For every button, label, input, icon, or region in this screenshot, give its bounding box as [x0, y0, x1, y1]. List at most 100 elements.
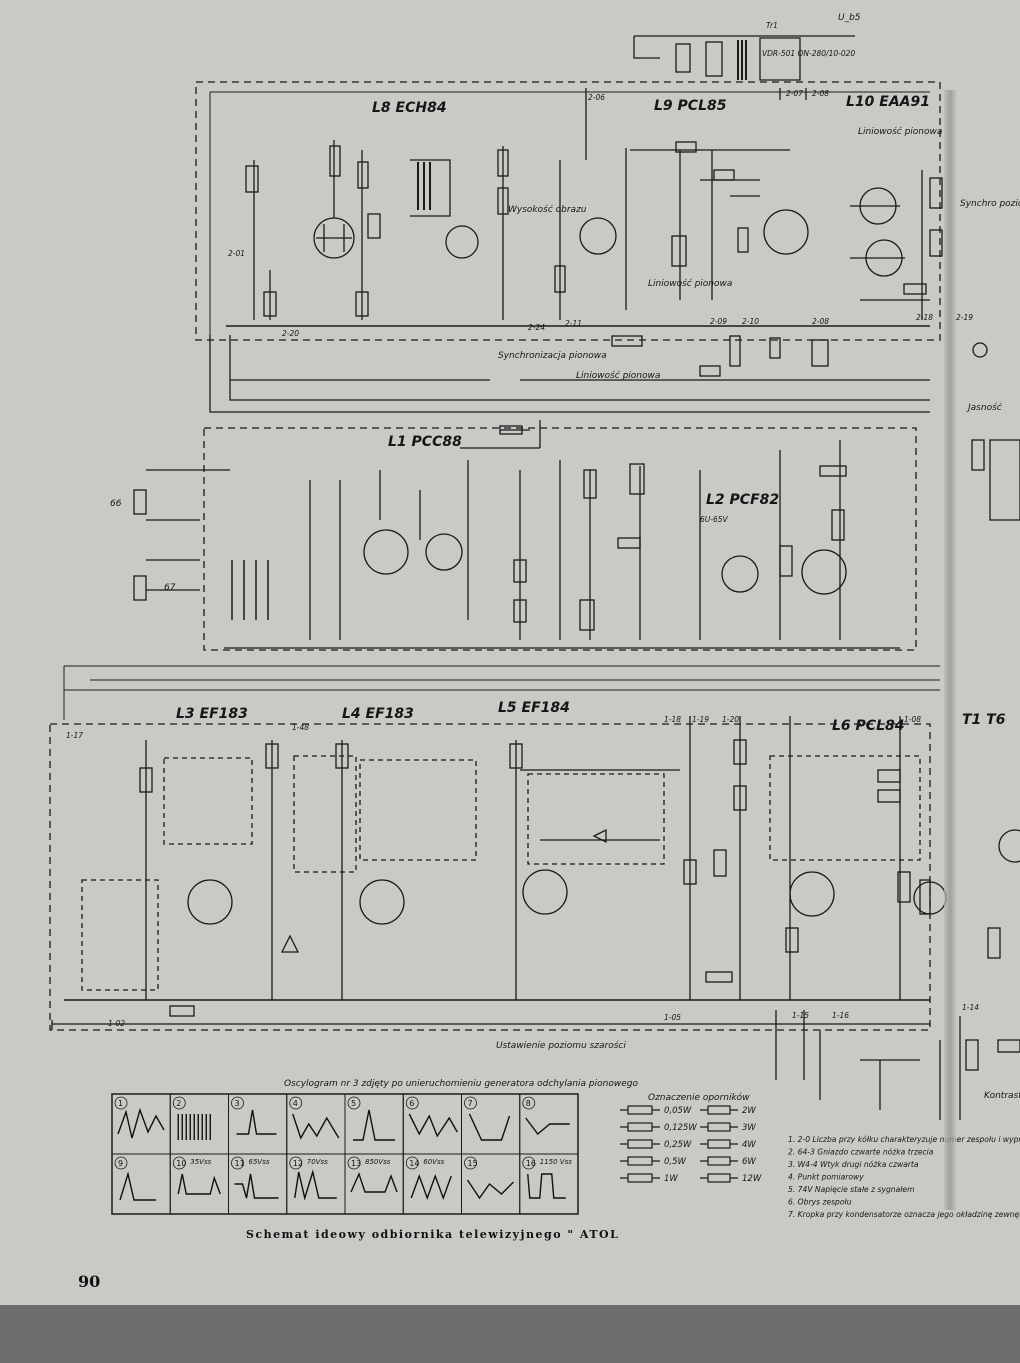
- connector-1-02: 1-02: [108, 1019, 125, 1028]
- resistor-rating: 3W: [742, 1123, 756, 1133]
- oscillogram-panel: Oscylogram nr 3 zdjęty po unieruchomieni…: [111, 1079, 638, 1215]
- oscillogram-voltage: 1150 Vss: [540, 1158, 572, 1166]
- oscillogram-voltage: 60Vss: [423, 1158, 444, 1166]
- oscillogram-number: 3: [235, 1099, 240, 1108]
- oscillogram-cell: 5: [344, 1093, 404, 1155]
- note-linearity-vertical-3: Liniowość pionowa: [576, 370, 660, 381]
- connector-2-01: 2-01: [228, 249, 245, 258]
- note-contrast: Kontrast: [984, 1091, 1020, 1101]
- connector-1-05: 1-05: [664, 1013, 681, 1022]
- top-rail-label: U_b5: [838, 13, 861, 23]
- tube-label-pcl84: L6 PCL84: [832, 718, 904, 734]
- oscillogram-trace: [408, 1113, 458, 1138]
- note-vertical-sync: Synchronizacja pionowa: [498, 351, 607, 361]
- ef183-tube-1: [187, 879, 233, 925]
- oscillogram-cell: 7: [461, 1093, 521, 1155]
- resistor-symbol: [627, 1156, 653, 1166]
- figure-caption: Schemat ideowy odbiornika telewizyjnego …: [246, 1228, 620, 1241]
- r405-resistor: [705, 41, 723, 77]
- oscillogram-number: 6: [409, 1099, 414, 1108]
- oscillogram-trace: [292, 1113, 340, 1140]
- transformer-tr1: [737, 40, 747, 80]
- footnote-line: 3. W4-4 Wtyk drugi nóżka czwarta: [788, 1160, 919, 1169]
- resistor-symbol: [627, 1173, 653, 1183]
- oscillogram-number-marker: [405, 1156, 419, 1170]
- note-brightness: Jasność: [966, 402, 1003, 413]
- oscillogram-number-marker: [172, 1096, 186, 1110]
- resistor-rating: 6W: [742, 1157, 756, 1167]
- footnotes: 1. 2-0 Liczba przy kółku charakteryzuje …: [788, 1135, 1020, 1219]
- oscillogram-cell: 12 70Vss: [286, 1153, 346, 1215]
- footnote-line: 1. 2-0 Liczba przy kółku charakteryzuje …: [788, 1135, 1020, 1144]
- oscillogram-number: 4: [293, 1099, 298, 1108]
- oscillogram-number-marker: [114, 1096, 128, 1110]
- resistor-symbol: [707, 1105, 731, 1115]
- connector-1-08: 1-08: [904, 715, 921, 724]
- oscillogram-trace: [353, 1109, 395, 1141]
- footnote-line: 4. Punkt pomiarowy: [788, 1173, 864, 1182]
- oscillogram-cell: 2: [169, 1093, 229, 1155]
- resistor-symbol: [627, 1105, 653, 1115]
- vdr-label: VDR-501 ON-280/10-020: [762, 49, 855, 58]
- tube-label-pcf82: L2 PCF82: [706, 492, 779, 508]
- connector-1-16: 1-16: [832, 1011, 849, 1020]
- connector-2-08a: 2-08: [812, 89, 829, 98]
- resistor-rating: 0,125W: [664, 1123, 697, 1133]
- if-section-frame: [49, 723, 931, 1031]
- connector-2-09: 2-09: [710, 317, 727, 326]
- oscillogram-cell: 3: [228, 1093, 288, 1155]
- pcl85-triode: [579, 217, 617, 255]
- oscillogram-trace: [177, 1114, 211, 1140]
- input-66: 66: [110, 499, 122, 509]
- footnote-line: 6. Obrys zespołu: [788, 1198, 852, 1207]
- oscillogram-number-marker: [231, 1156, 244, 1170]
- pcc88-tube-2: [425, 533, 463, 571]
- resistor-rating: 0,25W: [664, 1140, 692, 1150]
- page-number: 90: [78, 1272, 101, 1291]
- connector-1-17: 1-17: [66, 731, 83, 740]
- oscillogram-cell: 8: [519, 1093, 579, 1155]
- oscillogram-number: 12: [293, 1159, 303, 1168]
- oscillogram-trace: [525, 1117, 570, 1136]
- oscillogram-number-marker: [289, 1096, 303, 1110]
- tuner-section-frame: [203, 427, 917, 651]
- note-voltage-range: 6U-65V: [700, 515, 729, 524]
- note-sync-horizontal: Synchro poziomo: [960, 199, 1020, 209]
- vdr-box: [759, 37, 801, 81]
- oscillogram-number: 11: [235, 1159, 245, 1168]
- oscillogram-voltage: 70Vss: [307, 1158, 328, 1166]
- oscillogram-trace: [119, 1171, 156, 1201]
- ef184-tube: [522, 869, 568, 915]
- oscillogram-trace: [234, 1173, 279, 1199]
- resistor-legend-title: Oznaczenie oporników: [648, 1092, 750, 1103]
- connector-2-08b: 2-08: [812, 317, 829, 326]
- oscillogram-cell: 15: [461, 1153, 521, 1215]
- oscillogram-number: 13: [351, 1159, 361, 1168]
- connector-2-19: 2-19: [956, 313, 973, 322]
- oscillogram-number: 5: [351, 1099, 356, 1108]
- resistor-rating: 12W: [742, 1174, 762, 1184]
- note-grey-level: Ustawienie poziomu szarości: [496, 1040, 626, 1051]
- footnote-line: 7. Kropka przy kondensatorze oznacza jeg…: [788, 1210, 1020, 1219]
- schematic-page: L8 ECH84 L9 PCL85 L10 EAA91 L1 PCC88 L2 …: [0, 0, 1020, 1305]
- oscillogram-number: 15: [468, 1159, 478, 1168]
- oscillogram-number-marker: [464, 1156, 477, 1170]
- connector-2-11: 2-11: [565, 319, 582, 328]
- oscillogram-voltage: 850Vss: [365, 1158, 391, 1166]
- connector-1-20: 1-20: [722, 715, 739, 724]
- oscillogram-number-marker: [522, 1156, 536, 1170]
- resistor-rating: 0,5W: [664, 1157, 687, 1167]
- oscillogram-trace: [236, 1109, 277, 1135]
- oscillogram-cell: 6: [402, 1093, 462, 1155]
- vertical-section-frame: [195, 81, 941, 341]
- oscillogram-number-marker: [114, 1156, 128, 1170]
- oscillogram-number: 2: [176, 1099, 181, 1108]
- connector-1-14: 1-14: [962, 1003, 979, 1012]
- oscillogram-title: Oscylogram nr 3 zdjęty po unieruchomieni…: [284, 1079, 638, 1089]
- oscillogram-trace: [410, 1173, 452, 1201]
- footnote-line: 2. 64-3 Gniazdo czwarte nóżka trzecia: [788, 1148, 934, 1157]
- resistor-symbol: [707, 1156, 731, 1166]
- pcl84-tube: [789, 871, 835, 917]
